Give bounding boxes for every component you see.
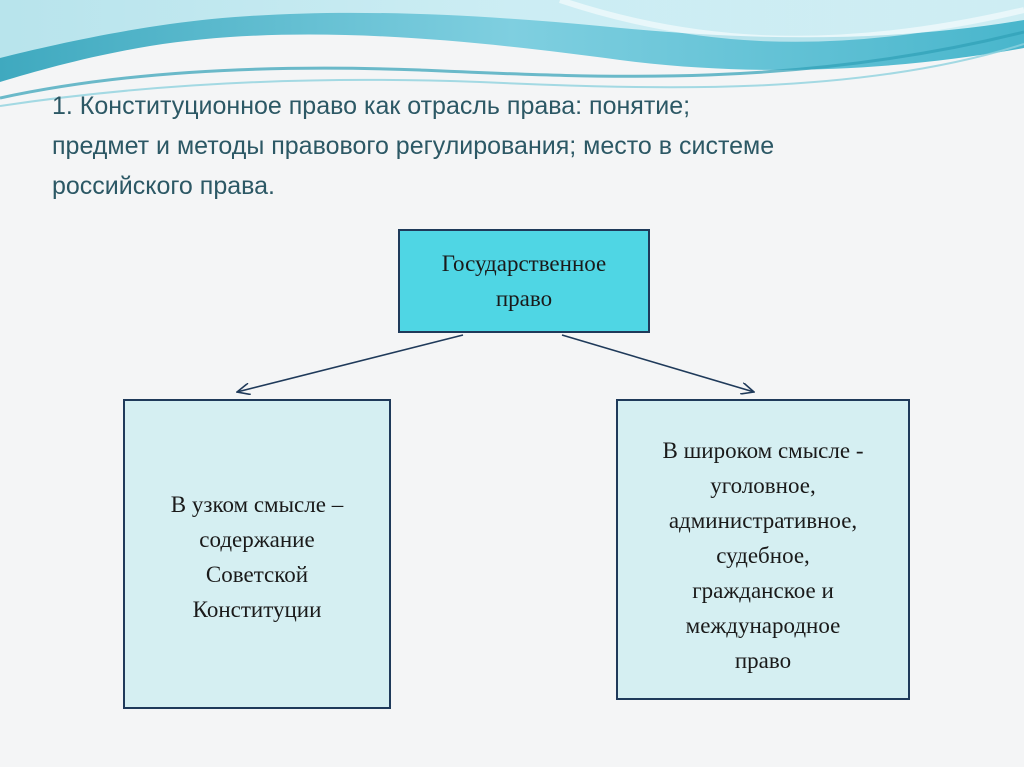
node-text-line: В узком смысле – xyxy=(170,492,344,517)
arrow-to-broad-meaning xyxy=(561,334,754,392)
node-text-line: гражданское и xyxy=(692,578,834,603)
node-text-line: уголовное, xyxy=(710,473,816,498)
arrow-to-narrow-meaning xyxy=(237,334,464,392)
node-narrow-meaning: В узком смысле – содержание Советской Ко… xyxy=(123,399,391,709)
node-text-line: международное xyxy=(685,613,841,638)
slide-title: 1. Конституционное право как отрасль пра… xyxy=(52,86,992,206)
header-wave-decoration xyxy=(0,0,1024,107)
node-text-line: административное, xyxy=(668,508,858,533)
node-text-line: право xyxy=(734,648,792,673)
slide-title-line: российского права. xyxy=(52,172,275,200)
node-text-line: В широком смысле - xyxy=(662,438,864,463)
slide-title-line: 1. Конституционное право как отрасль пра… xyxy=(52,92,691,120)
node-text-line: судебное, xyxy=(716,543,810,568)
node-text-line: право xyxy=(495,286,553,311)
root-node-state-law: Государственное право xyxy=(398,229,650,333)
node-text-line: Советской xyxy=(205,562,309,587)
node-text-line: Конституции xyxy=(192,597,322,622)
node-text-line: содержание xyxy=(199,527,315,552)
node-text-line: Государственное xyxy=(441,251,607,276)
slide-title-line: предмет и методы правового регулирования… xyxy=(52,132,775,160)
node-broad-meaning: В широком смысле - уголовное, администра… xyxy=(616,399,910,700)
